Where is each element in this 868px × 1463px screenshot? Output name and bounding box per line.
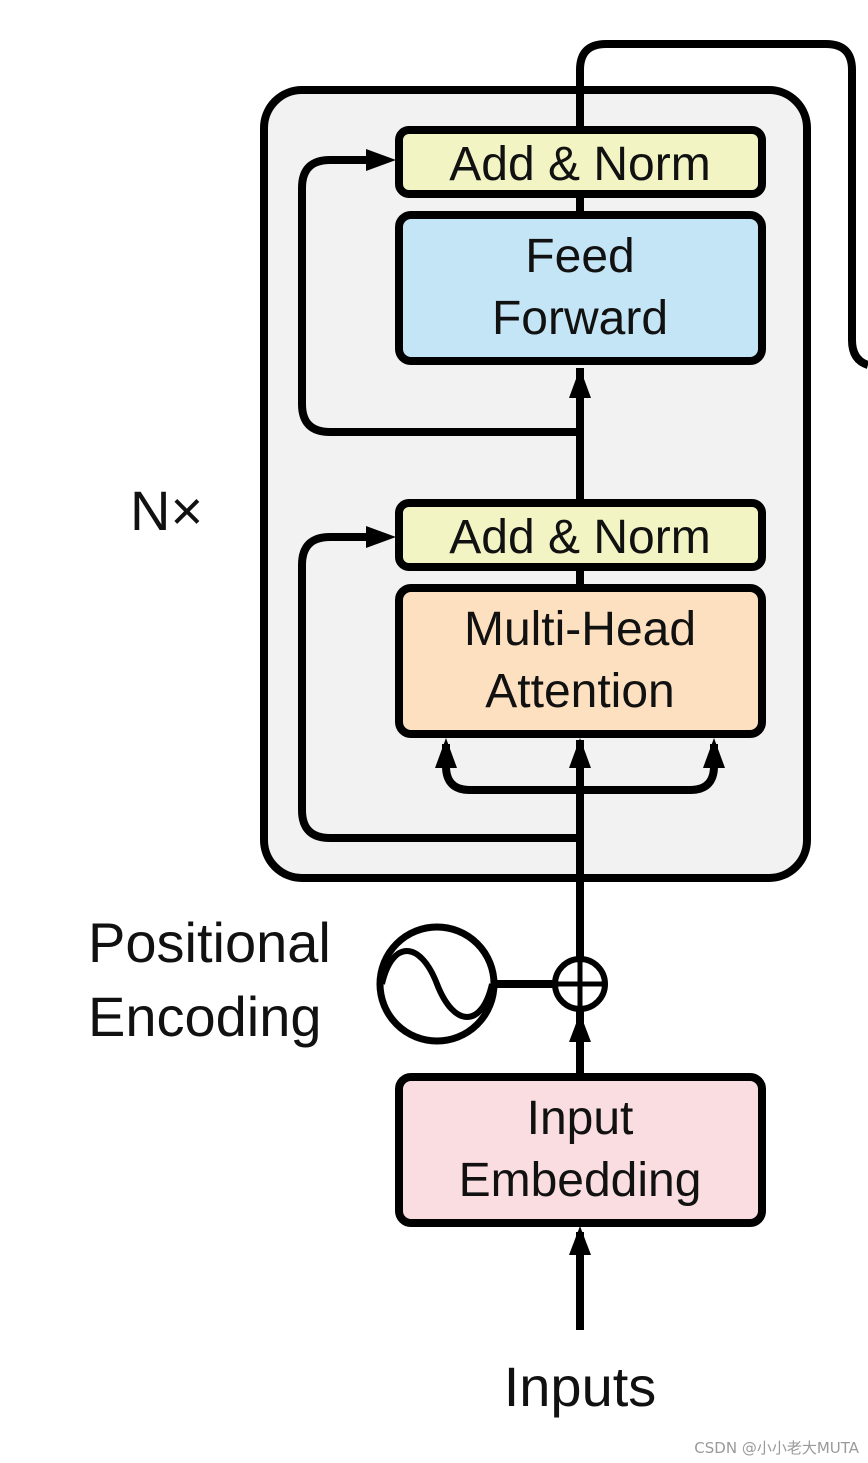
input-embedding-box xyxy=(395,1073,766,1227)
input-embedding-label-line1: Input xyxy=(527,1092,634,1145)
encoder-output-connector xyxy=(576,40,868,369)
arrow-residual-ff xyxy=(366,149,396,171)
inputs-label: Inputs xyxy=(504,1355,657,1418)
mha-label-line1: Multi-Head xyxy=(464,603,696,656)
repeat-label: N× xyxy=(130,479,203,542)
arrow-inputs-up xyxy=(569,1226,591,1255)
input-embedding-label-line2: Embedding xyxy=(459,1154,702,1207)
sine-wave-icon xyxy=(379,948,495,1020)
feed-forward-label-line1: Feed xyxy=(525,230,634,283)
residual-ff xyxy=(298,156,580,436)
arrow-mha-right-up xyxy=(703,738,725,768)
positional-encoding-label-line1: Positional xyxy=(88,911,331,974)
feed-forward-label-line2: Forward xyxy=(492,292,668,345)
add-norm-top-box xyxy=(395,126,766,198)
positional-encoding-label-line2: Encoding xyxy=(88,985,322,1048)
add-norm-top-label: Add & Norm xyxy=(449,138,710,191)
arrow-mha-left-up xyxy=(435,738,457,768)
arrow-mha-value-up xyxy=(569,738,591,768)
multi-head-attention-box xyxy=(395,584,766,738)
arrow-ff-up xyxy=(569,368,591,398)
add-norm-bottom-label: Add & Norm xyxy=(449,511,710,564)
encoder-panel xyxy=(260,86,811,882)
arrow-embedding-up xyxy=(569,1013,591,1042)
mha-label-line2: Attention xyxy=(485,665,674,718)
add-norm-bottom-box xyxy=(395,499,766,571)
residual-mha xyxy=(298,533,580,842)
arrow-residual-mha xyxy=(366,526,396,548)
feed-forward-box xyxy=(395,211,766,365)
watermark: CSDN @小小老大MUTA xyxy=(694,1439,859,1457)
